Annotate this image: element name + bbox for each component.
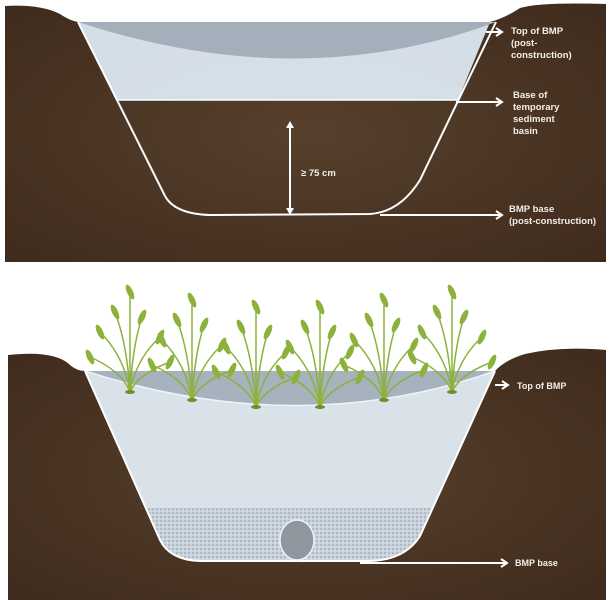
arrow-top-bmp: [495, 380, 510, 390]
plant-icon: [339, 292, 429, 402]
arrow-top: [486, 27, 504, 37]
label-bmp-base: BMP base (post-construction): [509, 204, 597, 227]
bmp-outline-bottom: [84, 370, 496, 562]
label-depth: ≥ 75 cm: [301, 168, 336, 179]
label-bmp-base-bottom: BMP base: [515, 558, 558, 568]
plants: [85, 284, 497, 409]
plant-icon: [275, 299, 365, 409]
water-surface: [78, 22, 496, 59]
label-top-of-bmp: Top of BMP (post- construction): [511, 26, 572, 61]
label-top-of-bmp-bottom: Top of BMP: [517, 381, 567, 391]
filter-media: [85, 371, 495, 508]
label-base-temp-basin: Base of temporary sediment basin: [513, 90, 560, 137]
arrow-bmp-base: [360, 558, 509, 568]
bottom-panel: [8, 284, 606, 600]
plant-icon: [147, 292, 237, 402]
plant-icon: [407, 284, 497, 394]
arrow-base: [380, 210, 504, 220]
plant-icon: [85, 284, 175, 394]
bmp-outline: [77, 21, 497, 217]
underdrain-pipe: [279, 519, 315, 561]
plant-icon: [211, 299, 301, 409]
arrow-temp-base: [456, 97, 504, 107]
top-panel: [5, 3, 606, 262]
